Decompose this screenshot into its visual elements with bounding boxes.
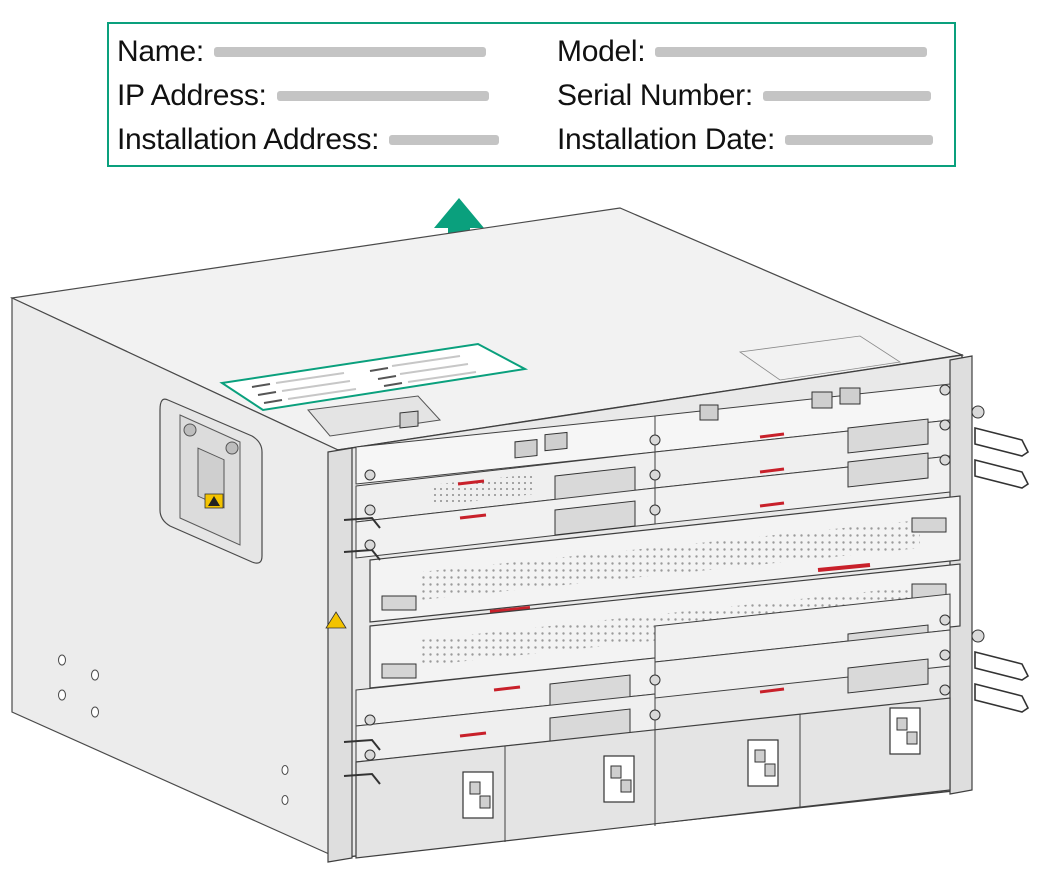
- warning-icon: [325, 611, 347, 629]
- ip-field: IP Address:: [117, 76, 489, 116]
- install-address-value-blurred: [389, 132, 500, 148]
- install-address-field: Installation Address:: [117, 120, 500, 160]
- install-date-label: Installation Date:: [557, 123, 776, 156]
- model-field: Model:: [557, 32, 928, 72]
- name-field: Name:: [117, 32, 486, 72]
- install-date-value-blurred: [785, 132, 934, 148]
- slot-module: [654, 593, 951, 699]
- top-label: [219, 342, 529, 412]
- side-handle: [159, 398, 263, 564]
- slot-module: [355, 657, 656, 763]
- name-value-blurred: [213, 44, 486, 60]
- model-label: Model:: [557, 35, 646, 68]
- serial-field: Serial Number:: [557, 76, 931, 116]
- label-callout: Name: Model: IP Address: Serial Number:: [107, 22, 956, 167]
- slot-module: [355, 487, 656, 559]
- serial-value-blurred: [762, 88, 931, 104]
- serial-label: Serial Number:: [557, 79, 753, 112]
- front-rail-left: [327, 447, 353, 863]
- warning-icon: [204, 493, 224, 509]
- slot-module: [654, 383, 951, 525]
- install-address-label: Installation Address:: [117, 123, 380, 156]
- callout-row: Name: Model:: [109, 32, 954, 72]
- ip-value-blurred: [276, 88, 489, 104]
- model-value-blurred: [655, 44, 928, 60]
- ejector-handles: [974, 426, 1030, 713]
- name-label: Name:: [117, 35, 204, 68]
- slot-module: [355, 410, 656, 523]
- callout-row: Installation Address: Installation Date:: [109, 120, 954, 160]
- top-plate: [307, 395, 442, 437]
- top-sticker: [738, 335, 902, 381]
- power-supply-bays: [355, 697, 951, 859]
- screws: [364, 384, 985, 761]
- callout-row: IP Address: Serial Number:: [109, 76, 954, 116]
- fabric-module: [369, 495, 961, 623]
- side-holes: [58, 654, 289, 805]
- ip-label: IP Address:: [117, 79, 267, 112]
- install-date-field: Installation Date:: [557, 120, 934, 160]
